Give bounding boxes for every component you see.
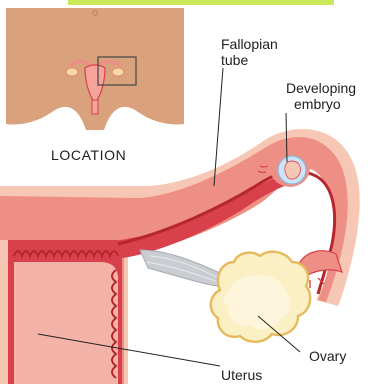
fallopian-label-line1: Fallopian bbox=[221, 36, 278, 52]
embryo-label-line2: embryo bbox=[294, 96, 341, 112]
fallopian-label-line2: tube bbox=[221, 52, 248, 68]
top-banner bbox=[68, 0, 334, 5]
embryo-label-line1: Developing bbox=[286, 80, 356, 96]
location-label: LOCATION bbox=[51, 147, 126, 163]
location-inset bbox=[6, 8, 184, 130]
ovary-label: Ovary bbox=[309, 348, 346, 364]
uterus-label: Uterus bbox=[221, 367, 262, 383]
ovary bbox=[211, 252, 310, 342]
endometrium-inner bbox=[14, 262, 118, 384]
